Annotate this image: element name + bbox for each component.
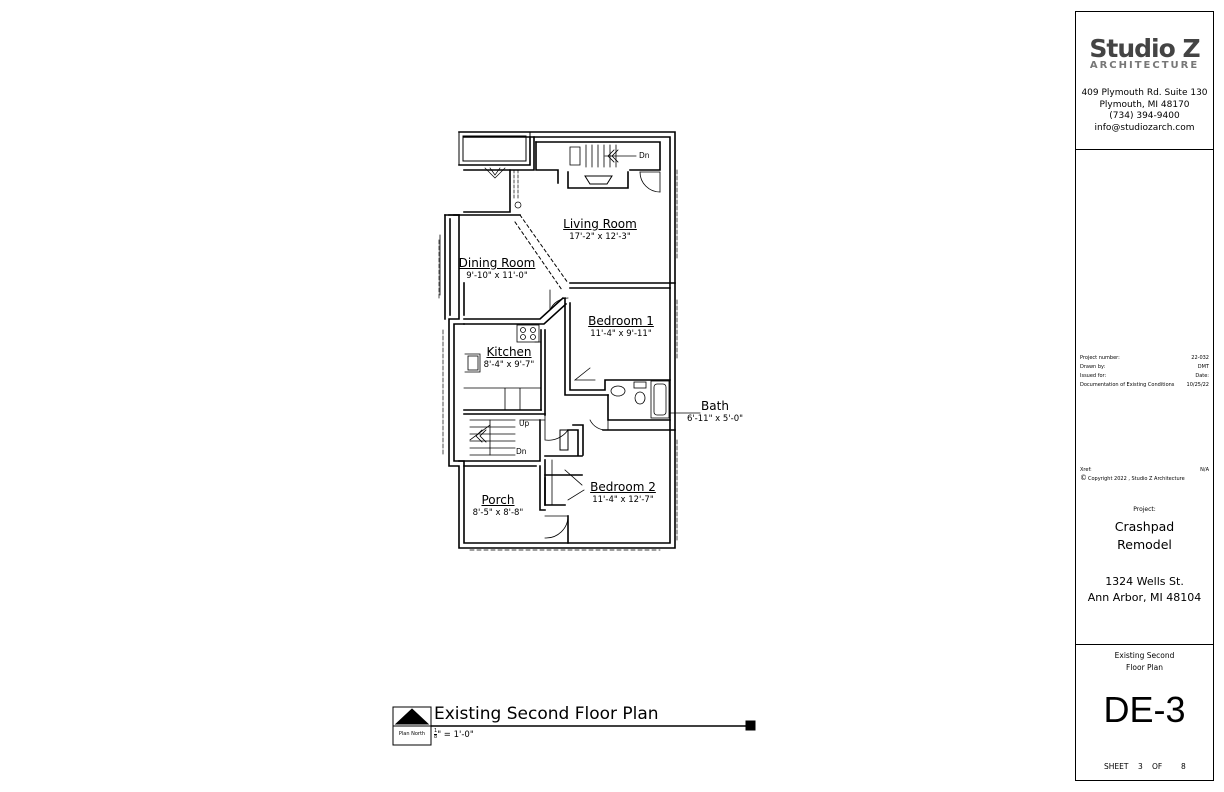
firm-logo: Studio Z ARCHITECTURE [1076, 34, 1213, 71]
project-street: 1324 Wells St. [1105, 575, 1184, 588]
project-info: Project number: 22-032 Drawn by: DMT Issue… [1080, 354, 1209, 390]
windows [438, 167, 678, 551]
room-label-dining-room: Dining Room 9'-10" x 11'-0" [452, 256, 542, 281]
top-bay [458, 131, 531, 166]
sheet-number: DE-3 [1103, 689, 1186, 730]
sheet-total: 8 [1181, 762, 1186, 771]
room-dimensions: 11'-4" x 9'-11" [590, 329, 652, 339]
room-dimensions: 8'-5" x 8'-8" [472, 508, 524, 518]
room-label-bedroom-2: Bedroom 2 11'-4" x 12'-7" [578, 480, 668, 505]
stair-label-up: Up [519, 419, 530, 428]
project-name-line-1: Crashpad [1114, 519, 1175, 534]
room-label-kitchen: Kitchen 8'-4" x 9'-7" [474, 345, 544, 370]
copyright-icon: © [1080, 474, 1087, 482]
drawing-title: Existing Second Floor Plan [434, 704, 659, 724]
title-bar-graphics [392, 706, 756, 746]
stair-label-dn-bottom: Dn [516, 447, 527, 456]
scale-numerator: 1 [434, 728, 438, 735]
room-dimensions: 9'-10" x 11'-0" [466, 271, 528, 281]
stairs-top [569, 144, 637, 168]
kitchen-fixtures [463, 324, 542, 411]
issued-for-label: Issued for: [1080, 373, 1107, 379]
sheet-label: SHEET [1104, 762, 1129, 771]
room-name: Kitchen [486, 345, 532, 359]
xref-label: Xref: [1080, 467, 1092, 473]
stair-label-dn-top: Dn [639, 151, 650, 160]
sheet-current: 3 [1138, 762, 1143, 771]
logo-architecture: ARCHITECTURE [1089, 60, 1200, 71]
address-line-2: Plymouth, MI 48170 [1099, 99, 1190, 110]
divider [1076, 644, 1213, 645]
exterior-walls [444, 131, 676, 549]
room-name: Bedroom 1 [588, 314, 654, 328]
sheet-title-line-1: Existing Second [1114, 651, 1175, 660]
door-swings [439, 171, 661, 539]
room-label-bath: Bath 6'-11" x 5'-0" [680, 399, 750, 424]
issued-for: Documentation of Existing Conditions [1080, 382, 1175, 388]
sheet-of-label: OF [1152, 762, 1163, 771]
firm-address: 409 Plymouth Rd. Suite 130 Plymouth, MI … [1076, 88, 1213, 134]
sheet-title-line-2: Floor Plan [1126, 663, 1163, 672]
room-dimensions: 8'-4" x 9'-7" [483, 360, 535, 370]
drawn-by: DMT [1197, 364, 1209, 370]
project-name: Crashpad Remodel [1076, 518, 1213, 554]
xref-info: Xref: N/A ©Copyright 2022 , Studio Z Arch… [1080, 466, 1209, 484]
room-name: Bath [701, 399, 729, 413]
title-block: Studio Z ARCHITECTURE 409 Plymouth Rd. S… [1075, 11, 1214, 781]
stairs-bottom [469, 419, 516, 456]
drawn-by-label: Drawn by: [1080, 364, 1106, 370]
scale-denominator: 8 [434, 734, 438, 740]
room-dimensions: 17'-2" x 12'-3" [569, 232, 631, 242]
project-name-line-2: Remodel [1117, 537, 1172, 552]
divider [1076, 149, 1213, 150]
firm-email: info@studiozarch.com [1094, 122, 1195, 133]
room-label-living-room: Living Room 17'-2" x 12'-3" [555, 217, 645, 242]
project-address: 1324 Wells St. Ann Arbor, MI 48104 [1076, 574, 1213, 606]
room-dimensions: 6'-11" x 5'-0" [686, 414, 744, 424]
copyright-text: Copyright 2022 , Studio Z Architecture [1088, 476, 1185, 482]
project-label: Project: [1133, 506, 1156, 513]
room-name: Dining Room [458, 256, 536, 270]
room-name: Living Room [563, 217, 637, 231]
address-line-1: 409 Plymouth Rd. Suite 130 [1081, 88, 1208, 98]
project-number-label: Project number: [1080, 355, 1120, 361]
issue-date: 10/25/22 [1186, 382, 1209, 388]
xref-value: N/A [1200, 467, 1209, 473]
room-name: Porch [481, 493, 515, 507]
date-label: Date: [1195, 373, 1209, 379]
drawing-scale: 1 8 " = 1'-0" [434, 729, 474, 740]
room-label-bedroom-1: Bedroom 1 11'-4" x 9'-11" [576, 314, 666, 339]
project-city: Ann Arbor, MI 48104 [1087, 591, 1202, 604]
firm-phone: (734) 394-9400 [1109, 111, 1180, 121]
north-label: Plan North [398, 731, 426, 737]
project-number: 22-032 [1191, 355, 1209, 361]
scale-text: " = 1'-0" [437, 730, 474, 740]
logo-studio-z: Studio Z [1089, 34, 1200, 63]
room-dimensions: 11'-4" x 12'-7" [592, 495, 654, 505]
room-label-porch: Porch 8'-5" x 8'-8" [463, 493, 533, 518]
room-name: Bedroom 2 [590, 480, 656, 494]
sheet-title: Existing Second Floor Plan [1076, 650, 1213, 674]
bath-fixtures [610, 380, 701, 419]
